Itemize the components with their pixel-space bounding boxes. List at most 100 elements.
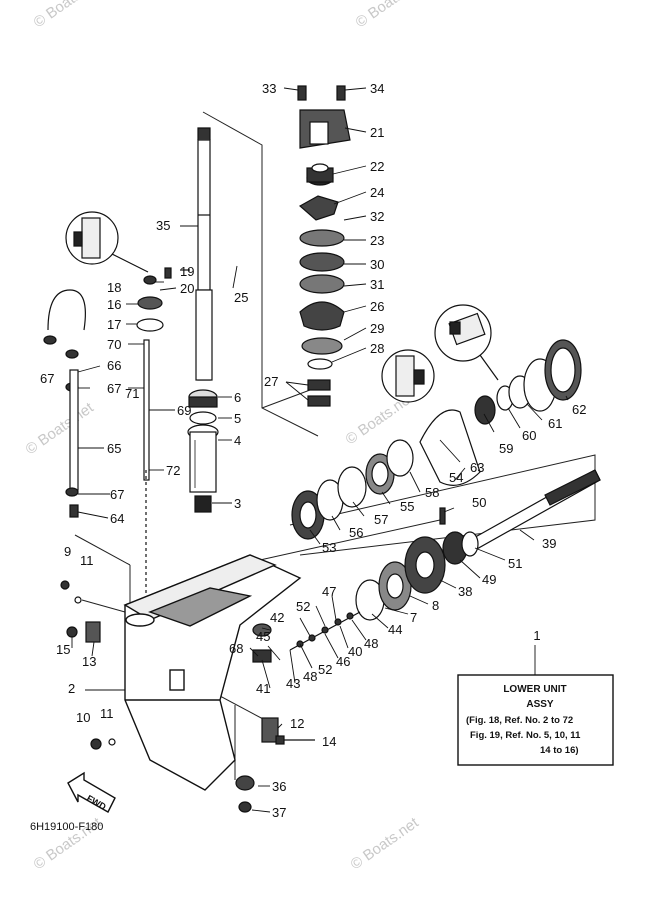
- part-label-43: 43: [286, 676, 300, 691]
- part-label-28: 28: [370, 341, 384, 356]
- part-label-42: 42: [270, 610, 284, 625]
- part-label-58: 58: [425, 485, 439, 500]
- info-box-line-3: 14 to 16): [540, 745, 579, 756]
- part-label-61: 61: [548, 416, 562, 431]
- part-label-8: 8: [432, 598, 439, 613]
- leader-lines: [71, 87, 569, 813]
- part-label-26: 26: [370, 299, 384, 314]
- part-label-55: 55: [400, 499, 414, 514]
- part-label-65: 65: [107, 441, 121, 456]
- watermark-top-right: © Boats.net: [353, 0, 428, 31]
- part-label-20: 20: [180, 281, 194, 296]
- fwd-arrow: FWD: [67, 771, 116, 813]
- water-pump-stack: [297, 85, 351, 407]
- part-label-18: 18: [107, 280, 121, 295]
- part-label-44: 44: [388, 622, 402, 637]
- shift-rod-assembly: [43, 275, 164, 518]
- part-label-72: 72: [166, 463, 180, 478]
- part-label-52-upper: 52: [296, 599, 310, 614]
- part-label-41: 41: [256, 681, 270, 696]
- part-label-49: 49: [482, 572, 496, 587]
- part-label-4: 4: [234, 433, 241, 448]
- part-label-12: 12: [290, 716, 304, 731]
- lower-unit-info-box: 1 LOWER UNIT ASSY (Fig. 18, Ref. No. 2 t…: [457, 628, 614, 766]
- part-label-54: 54: [449, 470, 463, 485]
- part-label-10: 10: [76, 710, 90, 725]
- anodes-and-bolts: [60, 580, 315, 813]
- part-label-30: 30: [370, 257, 384, 272]
- info-box-subtitle: ASSY: [526, 699, 554, 710]
- part-label-68: 68: [229, 641, 243, 656]
- gears-and-bearings: [291, 339, 582, 621]
- detail-circle-right: [381, 349, 435, 403]
- diagram-code: 6H19100-F180: [30, 821, 103, 833]
- detail-circle-top-right: [434, 304, 499, 381]
- part-label-35: 35: [156, 218, 170, 233]
- part-label-7: 7: [410, 610, 417, 625]
- part-label-50: 50: [472, 495, 486, 510]
- part-label-69: 69: [177, 403, 191, 418]
- part-label-47: 47: [322, 584, 336, 599]
- part-label-5: 5: [234, 411, 241, 426]
- shaft-bearing-stack: [187, 389, 219, 513]
- part-label-23: 23: [370, 233, 384, 248]
- part-label-45: 45: [256, 629, 270, 644]
- part-label-34: 34: [370, 81, 384, 96]
- part-label-24: 24: [370, 185, 384, 200]
- watermark-top-left: © Boats.net: [31, 0, 106, 31]
- part-label-52-lower: 52: [318, 662, 332, 677]
- shift-plunger-parts: [252, 611, 361, 663]
- part-label-46: 46: [336, 654, 350, 669]
- part-label-14: 14: [322, 734, 336, 749]
- part-label-59: 59: [499, 441, 513, 456]
- part-label-62: 62: [572, 402, 586, 417]
- part-label-40: 40: [348, 644, 362, 659]
- part-label-67-mid: 67: [107, 381, 121, 396]
- part-label-27: 27: [264, 374, 278, 389]
- part-label-38: 38: [458, 584, 472, 599]
- part-label-29: 29: [370, 321, 384, 336]
- part-label-33: 33: [262, 81, 276, 96]
- part-label-71: 71: [125, 386, 139, 401]
- part-label-21: 21: [370, 125, 384, 140]
- part-number-labels: 33 34 21 22 24 32 23 30 31 26 29 28 27 3…: [40, 81, 586, 820]
- part-label-16: 16: [107, 297, 121, 312]
- watermark-bottom-right: © Boats.net: [348, 814, 423, 873]
- drive-shaft: [195, 127, 213, 381]
- part-label-2: 2: [68, 681, 75, 696]
- part-label-48-right: 48: [364, 636, 378, 651]
- part-label-70: 70: [107, 337, 121, 352]
- part-label-66: 66: [107, 358, 121, 373]
- part-label-25: 25: [234, 290, 248, 305]
- part-label-22: 22: [370, 159, 384, 174]
- part-label-3: 3: [234, 496, 241, 511]
- info-box-ref-number: 1: [533, 628, 540, 643]
- part-label-56: 56: [349, 525, 363, 540]
- part-label-63: 63: [470, 460, 484, 475]
- info-box-line-2: Fig. 19, Ref. No. 5, 10, 11: [470, 730, 581, 741]
- part-label-36: 36: [272, 779, 286, 794]
- part-label-53: 53: [322, 540, 336, 555]
- part-label-17: 17: [107, 317, 121, 332]
- part-label-13: 13: [82, 654, 96, 669]
- part-label-32: 32: [370, 209, 384, 224]
- part-label-51: 51: [508, 556, 522, 571]
- part-label-67-lower: 67: [110, 487, 124, 502]
- part-label-60: 60: [522, 428, 536, 443]
- part-label-9: 9: [64, 544, 71, 559]
- info-box-title: LOWER UNIT: [503, 684, 566, 695]
- part-label-11-lower: 11: [100, 706, 114, 721]
- part-label-11-upper: 11: [80, 553, 94, 568]
- watermark-mid-left: © Boats.net: [23, 399, 98, 458]
- lower-casing: [123, 554, 302, 791]
- part-label-19: 19: [180, 264, 194, 279]
- part-label-15: 15: [56, 642, 70, 657]
- part-label-57: 57: [374, 512, 388, 527]
- propeller-shaft: [439, 469, 601, 551]
- part-label-31: 31: [370, 277, 384, 292]
- part-label-37: 37: [272, 805, 286, 820]
- part-label-64: 64: [110, 511, 124, 526]
- detail-circle-left: [65, 211, 149, 273]
